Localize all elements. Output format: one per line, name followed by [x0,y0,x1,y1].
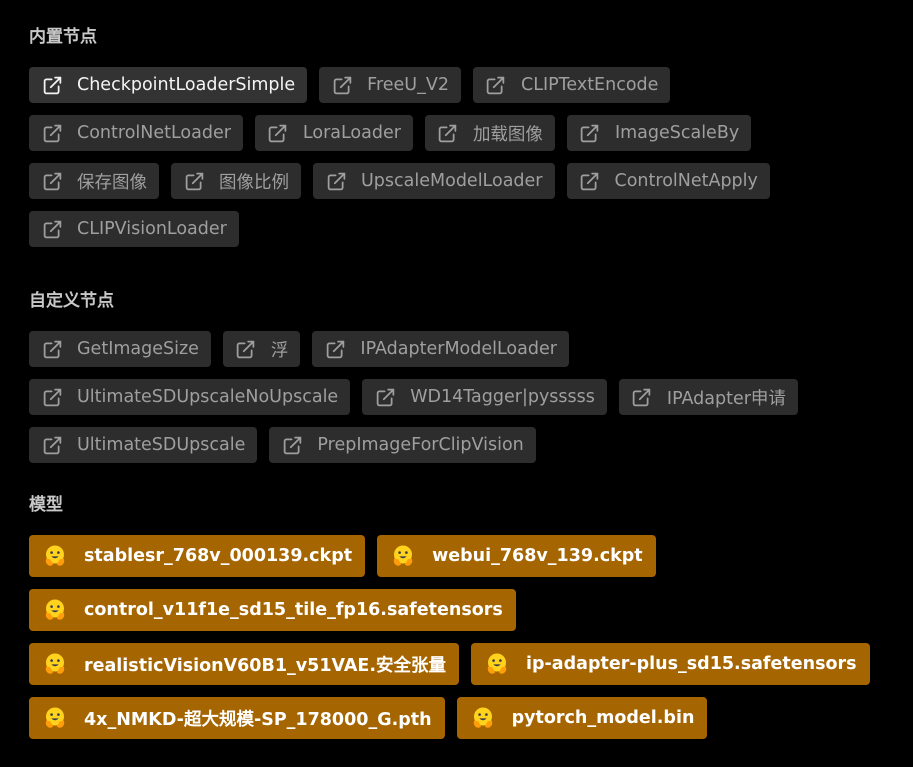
node-chip[interactable]: CheckpointLoaderSimple [29,67,308,103]
external-link-icon [41,122,63,144]
external-link-icon [41,338,63,360]
external-link-icon [41,218,63,240]
external-link-icon [324,338,346,360]
node-chip[interactable]: 图像比例 [171,163,301,199]
chip-label: LoraLoader [302,123,401,143]
external-link-icon [267,122,289,144]
external-link-icon [331,74,353,96]
node-chip[interactable]: UltimateSDUpscaleNoUpscale [29,379,351,415]
node-chip[interactable]: 保存图像 [29,163,159,199]
node-chip[interactable]: 加载图像 [424,115,555,151]
chip-label: 保存图像 [77,172,147,193]
external-link-icon [41,170,63,192]
node-chip[interactable]: 浮 [222,331,301,367]
node-chip[interactable]: FreeU_V2 [319,67,461,103]
node-chip[interactable]: WD14Tagger|pysssss [362,379,607,415]
external-link-icon [631,386,653,408]
external-link-icon [437,122,459,144]
external-link-icon [183,170,205,192]
chip-label: control_v11f1e_sd15_tile_fp16.safetensor… [84,600,503,620]
chip-label: ControlNetApply [614,171,758,191]
hugging-face-icon [484,651,510,677]
external-link-icon [579,122,601,144]
chip-label: CLIPTextEncode [520,75,659,95]
node-chip[interactable]: IPAdapter申请 [618,379,798,415]
section-title-custom-nodes: 自定义节点 [29,291,114,311]
model-chip[interactable]: stablesr_768v_000139.ckpt [29,535,366,577]
node-chip[interactable]: CLIPTextEncode [472,67,671,103]
external-link-icon [485,74,507,96]
chip-label: CheckpointLoaderSimple [77,75,296,95]
chip-label: UltimateSDUpscale [77,435,246,455]
chip-label: webui_768v_139.ckpt [432,546,643,566]
node-chip[interactable]: ControlNetLoader [29,115,243,151]
external-link-icon [325,170,347,192]
hugging-face-icon [42,651,68,677]
external-link-icon [41,386,63,408]
chip-label: 加载图像 [472,124,543,145]
chip-label: WD14Tagger|pysssss [410,387,595,407]
external-link-icon [41,74,63,96]
chip-label: UpscaleModelLoader [361,171,543,191]
chip-label: UltimateSDUpscaleNoUpscale [77,387,339,407]
chip-label: 浮 [270,340,289,361]
node-chip[interactable]: ControlNetApply [566,163,770,199]
builtin-node-list: CheckpointLoaderSimple FreeU_V2 CLIPTextEn… [29,67,889,247]
chip-label: 图像比例 [219,172,289,193]
model-list: stablesr_768v_000139.ckpt webui_768v_139.… [29,535,889,739]
section-title-models: 模型 [29,495,63,515]
chip-label: stablesr_768v_000139.ckpt [84,546,353,566]
external-link-icon [281,434,303,456]
model-chip[interactable]: 4x_NMKD-超大规模-SP_178000_G.pth [29,697,445,739]
hugging-face-icon [390,543,416,569]
chip-label: pytorch_model.bin [511,708,695,728]
node-chip[interactable]: ImageScaleBy [566,115,752,151]
chip-label: 4x_NMKD-超大规模-SP_178000_G.pth [84,709,432,730]
chip-label: IPAdapter申请 [666,388,786,409]
node-chip[interactable]: UltimateSDUpscale [29,427,258,463]
external-link-icon [374,386,396,408]
chip-label: CLIPVisionLoader [77,219,227,239]
chip-label: IPAdapterModelLoader [360,339,557,359]
chip-label: PrepImageForClipVision [317,435,524,455]
chip-label: ControlNetLoader [77,123,231,143]
model-chip[interactable]: webui_768v_139.ckpt [377,535,656,577]
model-chip[interactable]: realisticVisionV60B1_v51VAE.安全张量 [29,643,460,685]
node-chip[interactable]: PrepImageForClipVision [269,427,536,463]
section-title-builtin-nodes: 内置节点 [29,27,97,47]
external-link-icon [579,170,601,192]
chip-label: ImageScaleBy [614,123,740,143]
hugging-face-icon [42,543,68,569]
chip-label: FreeU_V2 [367,75,449,95]
external-link-icon [235,338,257,360]
chip-label: ip-adapter-plus_sd15.safetensors [526,654,857,674]
hugging-face-icon [42,597,68,623]
chip-label: GetImageSize [77,339,199,359]
hugging-face-icon [42,705,68,731]
chip-label: realisticVisionV60B1_v51VAE.安全张量 [84,655,447,676]
node-chip[interactable]: CLIPVisionLoader [29,211,239,247]
model-chip[interactable]: control_v11f1e_sd15_tile_fp16.safetensor… [29,589,516,631]
node-chip[interactable]: IPAdapterModelLoader [312,331,569,367]
model-chip[interactable]: ip-adapter-plus_sd15.safetensors [471,643,870,685]
model-chip[interactable]: pytorch_model.bin [456,697,708,739]
node-chip[interactable]: LoraLoader [254,115,413,151]
external-link-icon [41,434,63,456]
hugging-face-icon [470,705,496,731]
node-chip[interactable]: GetImageSize [29,331,211,367]
node-chip[interactable]: UpscaleModelLoader [313,163,555,199]
